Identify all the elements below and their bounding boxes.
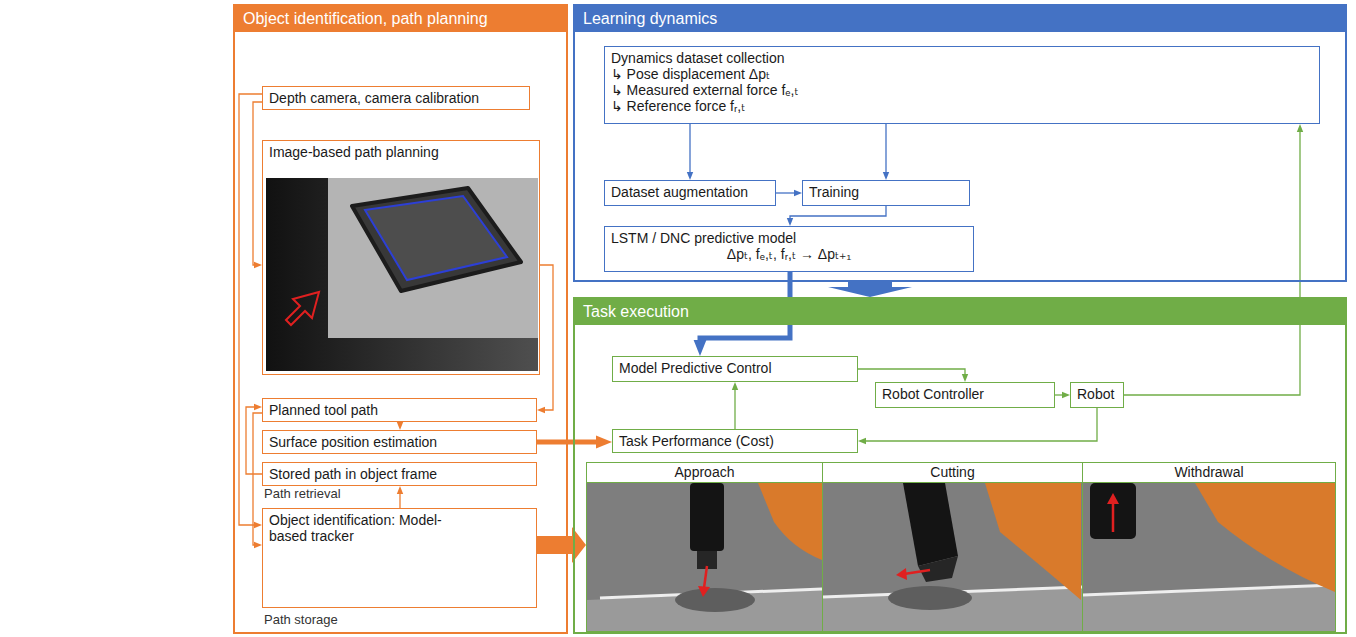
panel-frame: Task executionModel Predictive ControlRo… bbox=[573, 297, 1347, 634]
workpiece-edge bbox=[823, 587, 1082, 597]
robot-gripper bbox=[903, 483, 958, 566]
panel-title: Learning dynamics bbox=[575, 6, 1345, 32]
arrow-connector bbox=[776, 192, 797, 193]
process-box: Model Predictive Control bbox=[612, 356, 858, 382]
process-box: Planned tool path bbox=[262, 398, 537, 422]
cutting-tool bbox=[697, 551, 717, 569]
process-box: Training bbox=[802, 180, 970, 206]
arrow-connector bbox=[399, 422, 400, 425]
shadow bbox=[888, 586, 972, 610]
box-label: Object identification: Model-based track… bbox=[269, 512, 459, 544]
robot-arm bbox=[985, 483, 1081, 600]
shadow bbox=[675, 588, 755, 612]
path-note: Path retrieval bbox=[264, 486, 341, 501]
path-note: Path storage bbox=[264, 612, 338, 627]
arrow-connector bbox=[253, 413, 262, 545]
box-label: Planned tool path bbox=[269, 402, 378, 418]
motion-arrow bbox=[704, 566, 707, 588]
label-holder: Path retrieval bbox=[264, 486, 341, 501]
process-box: Robot Controller bbox=[875, 382, 1055, 408]
motion-arrow bbox=[904, 570, 930, 574]
phase-title: Cutting bbox=[930, 463, 974, 482]
robot-arm bbox=[758, 483, 822, 560]
process-box: Stored path in object frame bbox=[262, 462, 537, 486]
workpiece-edge bbox=[1083, 585, 1335, 595]
box-label: Training bbox=[809, 184, 859, 200]
arrow-connector bbox=[537, 440, 602, 445]
box-label: Robot bbox=[1077, 386, 1114, 402]
table-surface bbox=[823, 588, 1082, 631]
robot-arm bbox=[1195, 483, 1335, 592]
image-panel: Approach bbox=[586, 462, 823, 632]
camera-image bbox=[266, 178, 538, 371]
strip-separator bbox=[587, 482, 1335, 483]
arrow-connector bbox=[734, 387, 735, 429]
process-box: Object identification: Model-based track… bbox=[262, 508, 537, 608]
arrow-connector bbox=[858, 369, 965, 377]
image-panel: Cutting bbox=[822, 462, 1083, 632]
cutting-tool bbox=[918, 556, 958, 582]
panel-title: Object identification, path planning bbox=[235, 6, 566, 32]
process-box: Depth camera, camera calibration bbox=[262, 86, 530, 110]
arrow-connector bbox=[253, 102, 262, 265]
box-label: ↳ Measured external force fₑ,ₜ bbox=[611, 82, 799, 98]
phase-title: Approach bbox=[675, 463, 735, 482]
robot-gripper bbox=[1090, 483, 1136, 539]
process-box: Robot bbox=[1070, 382, 1124, 408]
box-label: ↳ Reference force fᵣ,ₜ bbox=[611, 98, 745, 114]
panel-title: Task execution bbox=[575, 299, 1345, 325]
box-label: Depth camera, camera calibration bbox=[269, 90, 479, 106]
box-label: Image-based path planning bbox=[269, 144, 439, 160]
box-label: Model Predictive Control bbox=[619, 360, 772, 376]
panel-frame: Learning dynamicsDynamics dataset collec… bbox=[573, 4, 1347, 282]
process-box: Dynamics dataset collection↳ Pose displa… bbox=[604, 46, 1320, 124]
table-surface bbox=[587, 590, 822, 631]
image-panel: Withdrawal bbox=[1082, 462, 1336, 632]
image-box: Image-based path planning bbox=[262, 140, 540, 375]
arrow-connector bbox=[790, 206, 886, 221]
arrow-connector bbox=[863, 408, 1097, 441]
arrow-connector bbox=[1055, 394, 1065, 395]
motion-arrow-head bbox=[896, 568, 907, 580]
motion-arrow-head bbox=[698, 586, 710, 597]
process-box: Surface position estimation bbox=[262, 430, 537, 454]
arrow-connector bbox=[399, 491, 400, 508]
box-label: Dynamics dataset collection bbox=[611, 50, 785, 66]
box-label: Robot Controller bbox=[882, 386, 984, 402]
arrow-connector bbox=[246, 407, 262, 474]
box-label: Surface position estimation bbox=[269, 434, 437, 450]
workpiece-edge bbox=[600, 589, 822, 598]
arrow-connector bbox=[689, 124, 690, 175]
scene-background bbox=[587, 483, 822, 631]
tablet-object bbox=[352, 188, 521, 291]
arrow-connector bbox=[239, 94, 262, 525]
panel-frame: Object identification, path planningDept… bbox=[233, 4, 568, 634]
box-label: Stored path in object frame bbox=[269, 466, 437, 482]
box-label: LSTM / DNC predictive model bbox=[611, 230, 796, 246]
motion-arrow bbox=[1112, 502, 1115, 532]
arrow-connector bbox=[1124, 129, 1300, 395]
scene-background bbox=[1083, 483, 1335, 631]
box-label: Dataset augmentation bbox=[611, 184, 748, 200]
process-box: Dataset augmentation bbox=[604, 180, 776, 206]
box-label: Task Performance (Cost) bbox=[619, 433, 774, 449]
phase-title: Withdrawal bbox=[1174, 463, 1243, 482]
block-arrow bbox=[537, 527, 586, 563]
block-arrow bbox=[828, 282, 912, 297]
process-box: Task Performance (Cost) bbox=[612, 429, 858, 453]
motion-arrow-head bbox=[1107, 493, 1119, 504]
scene-background bbox=[823, 483, 1082, 631]
box-label: Δpₜ, fₑ,ₜ, fᵣ,ₜ → Δpₜ₊₁ bbox=[727, 246, 851, 262]
label-holder: Path storage bbox=[264, 612, 338, 627]
table-surface bbox=[328, 178, 538, 338]
view-arrow bbox=[286, 292, 319, 325]
table-surface bbox=[1083, 586, 1335, 631]
planned-path-outline bbox=[365, 196, 507, 280]
arrow-connector bbox=[540, 265, 553, 410]
arrow-connector bbox=[885, 124, 886, 175]
model-box: LSTM / DNC predictive modelΔpₜ, fₑ,ₜ, fᵣ… bbox=[604, 226, 974, 272]
robot-gripper bbox=[690, 483, 724, 551]
box-label: ↳ Pose displacement Δpₜ bbox=[611, 66, 770, 82]
